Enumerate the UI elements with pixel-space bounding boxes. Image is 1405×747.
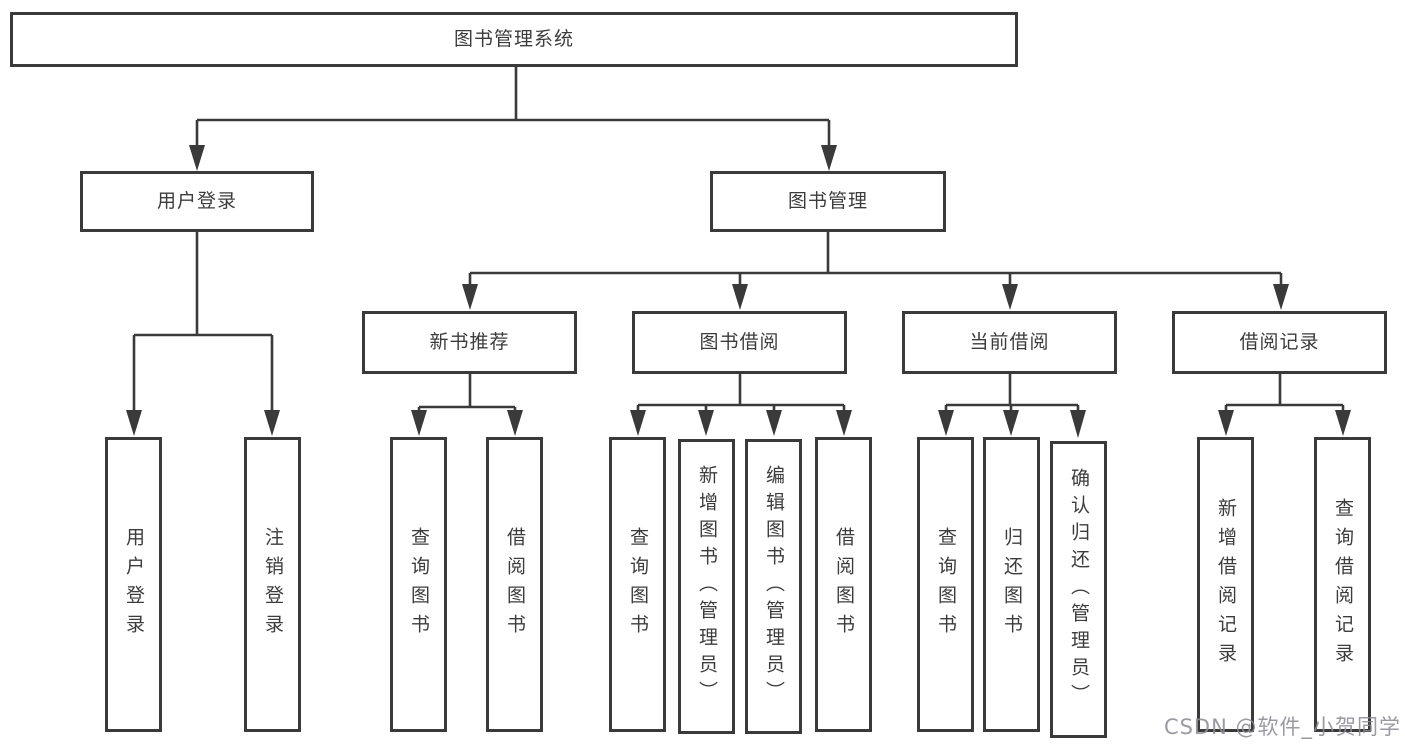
node-user-login-module: 用户登录	[80, 171, 314, 232]
leaf-query-books-current: 查询图书	[917, 437, 974, 732]
csdn-watermark: CSDN @软件_小贺同学	[1163, 715, 1401, 739]
leaf-query-books-borrow: 查询图书	[609, 437, 666, 732]
leaf-edit-book-admin: 编辑图书（管理员）	[745, 439, 802, 734]
leaf-add-borrow-record: 新增借阅记录	[1197, 437, 1254, 732]
node-new-book-recommend: 新书推荐	[362, 311, 577, 374]
node-root-system: 图书管理系统	[10, 12, 1018, 67]
leaf-logout: 注销登录	[244, 437, 301, 732]
leaf-user-login: 用户登录	[105, 437, 162, 732]
node-book-borrow: 图书借阅	[632, 311, 847, 374]
leaf-confirm-return-admin: 确认归还（管理员）	[1050, 441, 1107, 738]
leaf-query-borrow-record: 查询借阅记录	[1314, 437, 1371, 732]
leaf-borrow-books: 借阅图书	[815, 437, 872, 732]
leaf-return-books: 归还图书	[983, 437, 1040, 732]
leaf-borrow-books-recommend: 借阅图书	[486, 437, 543, 732]
node-borrow-records: 借阅记录	[1172, 311, 1387, 374]
node-book-management: 图书管理	[710, 171, 946, 232]
leaf-query-books-recommend: 查询图书	[390, 437, 447, 732]
leaf-add-book-admin: 新增图书（管理员）	[678, 439, 735, 734]
node-current-borrow: 当前借阅	[902, 311, 1117, 374]
